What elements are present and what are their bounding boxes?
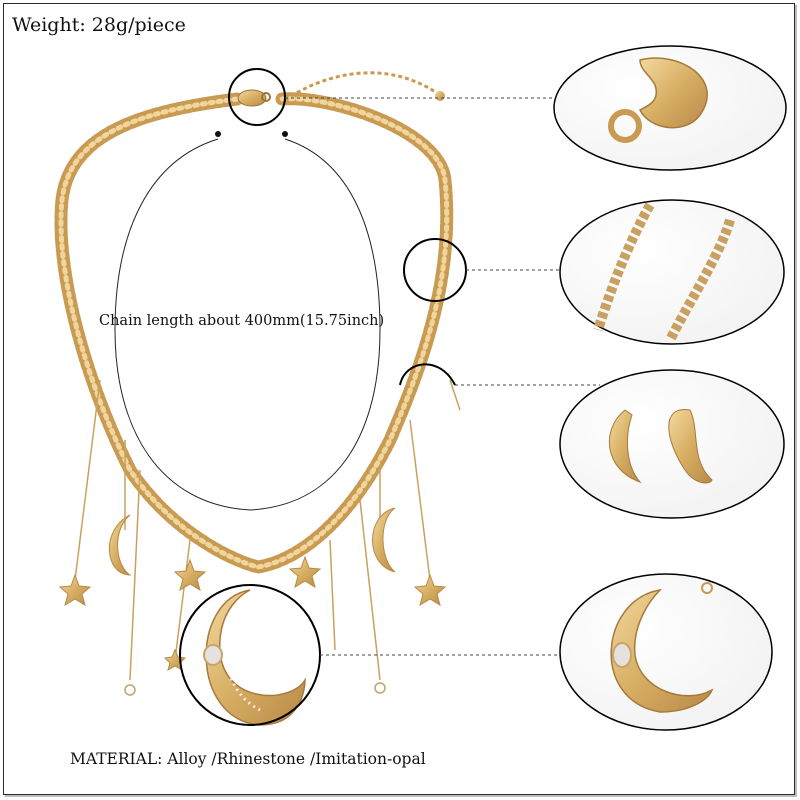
lobster-clasp [237, 89, 271, 107]
star-charm [413, 573, 447, 607]
chain-detail [559, 199, 785, 345]
small-moon-callout-arc [399, 363, 456, 386]
small-moon-detail [559, 369, 785, 519]
star-charm [58, 573, 92, 607]
extender-drop [435, 91, 445, 101]
crystal-drop [124, 684, 136, 696]
small-moon-right [372, 507, 396, 573]
material-label: MATERIAL: Alloy /Rhinestone /Imitation-o… [70, 750, 426, 768]
image-border [3, 3, 795, 795]
moon-pendant-detail [559, 573, 773, 731]
imitation-opal [203, 644, 223, 666]
crystal-drop [374, 682, 386, 694]
small-moon-left [108, 514, 132, 576]
extender-chain [284, 71, 441, 102]
clasp-callout-circle [228, 68, 286, 126]
chain-length-label: Chain length about 400mm(15.75inch) [99, 313, 385, 329]
star-charm [173, 558, 207, 592]
clasp-detail [553, 45, 787, 171]
necklace-chain [54, 92, 454, 574]
weight-label: Weight: 28g/piece [12, 14, 186, 36]
star-charm [288, 555, 322, 589]
chain-length-outline [114, 138, 381, 511]
moon-pendant [203, 589, 306, 726]
